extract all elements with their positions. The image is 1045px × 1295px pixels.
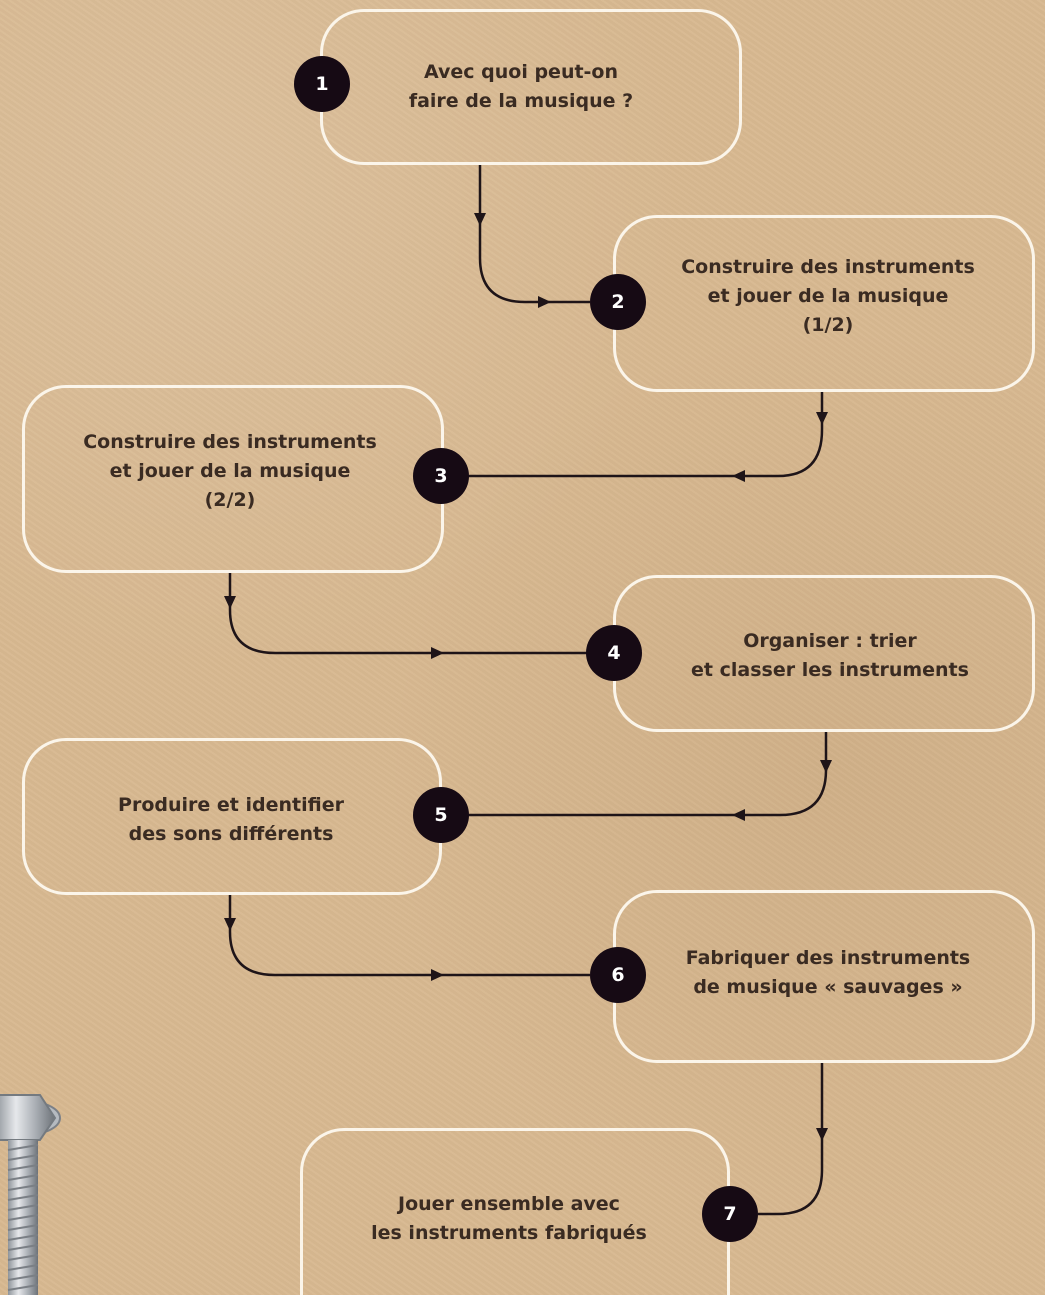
step-1-label: Avec quoi peut-on faire de la musique ? [408, 61, 634, 112]
arrow-down-6 [816, 1128, 828, 1141]
step-2-badge: 2 [590, 274, 646, 330]
arrow-down-4 [820, 760, 832, 773]
step-5-badge: 5 [413, 787, 469, 843]
connectors [228, 165, 828, 1216]
step-3-badge: 3 [413, 448, 469, 504]
step-5-box: Produire et identifier des sons différen… [22, 738, 442, 895]
connector-5-6 [228, 895, 590, 977]
step-4-badge: 4 [586, 625, 642, 681]
step-5-label: Produire et identifier des sons différen… [118, 793, 344, 845]
step-7-badge: 7 [702, 1186, 758, 1242]
arrow-down-3 [224, 596, 236, 609]
step-6-label: Fabriquer des instruments de musique « s… [685, 946, 971, 998]
arrow-down-2 [816, 412, 828, 425]
step-1-badge: 1 [294, 56, 350, 112]
step-4-label: Organiser : trier et classer les instrum… [691, 629, 969, 681]
connector-4-5 [468, 732, 828, 817]
arrow-right-2 [538, 296, 551, 308]
step-7-box: Jouer ensemble avec les instruments fabr… [300, 1128, 730, 1295]
step-1-box: Avec quoi peut-on faire de la musique ? [320, 9, 742, 165]
step-2-label: Construire des instruments et jouer de l… [681, 256, 975, 336]
arrow-down-1 [474, 213, 486, 226]
connector-2-3 [468, 392, 824, 478]
arrow-left-5 [732, 809, 745, 821]
arrow-right-6 [431, 969, 444, 981]
arrowheads [224, 213, 832, 1141]
step-4-box: Organiser : trier et classer les instrum… [613, 575, 1035, 732]
step-3-label: Construire des instruments et jouer de l… [83, 430, 377, 511]
bolt-decoration [0, 1094, 61, 1295]
arrow-down-5 [224, 918, 236, 931]
connector-1-2 [478, 165, 590, 304]
step-3-box: Construire des instruments et jouer de l… [22, 385, 444, 573]
step-7-label: Jouer ensemble avec les instruments fabr… [371, 1193, 647, 1244]
step-2-box: Construire des instruments et jouer de l… [613, 215, 1035, 392]
arrow-left-3 [732, 470, 745, 482]
arrow-right-4 [431, 647, 444, 659]
connector-3-4 [228, 573, 590, 655]
step-6-badge: 6 [590, 947, 646, 1003]
connector-6-7 [758, 1063, 824, 1216]
step-6-box: Fabriquer des instruments de musique « s… [613, 890, 1035, 1063]
